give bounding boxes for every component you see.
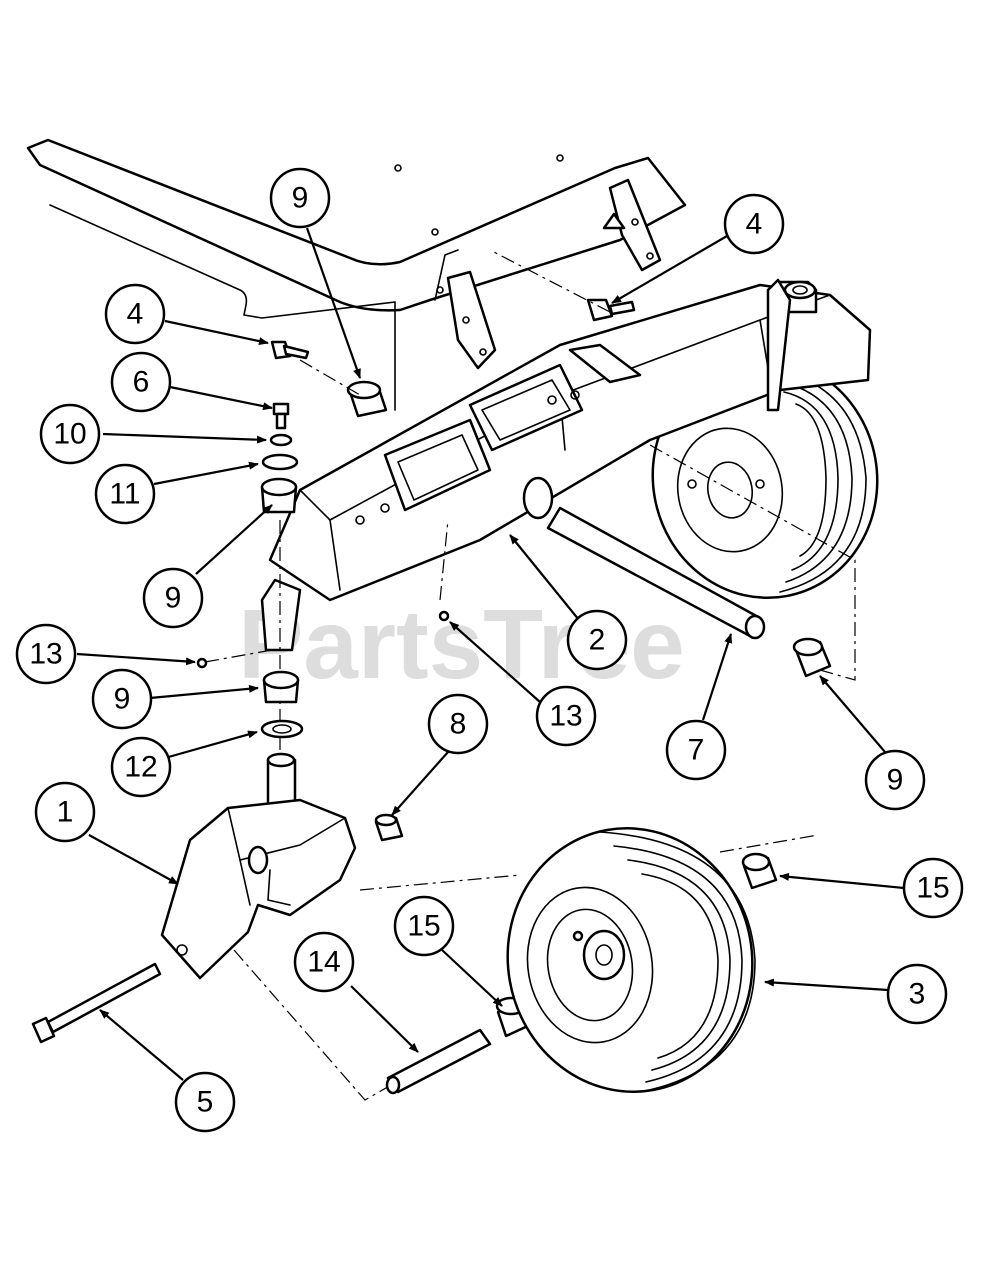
callout-4-left[interactable]: 4	[104, 283, 166, 345]
callout-9-lower[interactable]: 9	[91, 668, 153, 730]
part-9-bushing-top	[346, 380, 388, 418]
part-13-fitting-left	[196, 657, 208, 669]
callout-label: 13	[29, 638, 62, 671]
part-8-spacer	[374, 813, 404, 842]
callout-label: 15	[407, 910, 440, 943]
callout-13-center[interactable]: 13	[535, 685, 597, 747]
part-3-wheel	[506, 827, 756, 1093]
callout-label: 9	[887, 764, 904, 797]
callout-10[interactable]: 10	[39, 403, 101, 465]
deck-bracket-right	[602, 178, 662, 272]
callout-label: 14	[307, 946, 340, 979]
part-6-bolt	[272, 402, 290, 430]
callout-label: 7	[688, 734, 705, 767]
callout-label: 9	[165, 582, 182, 615]
callout-3[interactable]: 3	[886, 963, 948, 1025]
callout-label: 3	[909, 978, 926, 1011]
deck-bracket-left	[446, 270, 497, 370]
part-9-bushing-upper-stack	[260, 477, 298, 514]
callout-1[interactable]: 1	[34, 781, 96, 843]
callout-14[interactable]: 14	[293, 931, 355, 993]
callout-7[interactable]: 7	[665, 719, 727, 781]
part-10-lock-washer	[269, 433, 293, 447]
callout-9-top[interactable]: 9	[269, 167, 331, 229]
part-4-bolt-right	[586, 298, 636, 322]
callout-label: 9	[114, 683, 131, 716]
part-14-axle-pin	[385, 1028, 492, 1095]
callout-6[interactable]: 6	[110, 351, 172, 413]
callout-label: 4	[127, 298, 144, 331]
callout-label: 1	[57, 796, 74, 829]
part-5-bolt	[31, 962, 162, 1044]
callout-13-left[interactable]: 13	[15, 623, 77, 685]
callout-label: 11	[109, 478, 140, 511]
part-1-caster-yoke	[160, 752, 357, 980]
callout-8[interactable]: 8	[427, 693, 489, 755]
callout-label: 8	[450, 708, 467, 741]
callout-label: 4	[746, 208, 763, 241]
callout-label: 5	[197, 1086, 214, 1119]
mower-deck	[26, 138, 687, 411]
callout-12[interactable]: 12	[110, 736, 172, 798]
callout-11[interactable]: 11	[94, 463, 156, 525]
callout-label: 15	[916, 872, 949, 905]
callout-label: 13	[549, 700, 582, 733]
callout-label: 6	[133, 366, 150, 399]
callouts: 9 4 4 6 10 11 9 13	[15, 167, 964, 1133]
callout-5[interactable]: 5	[174, 1071, 236, 1133]
callout-label: 9	[292, 182, 309, 215]
watermark: PartsTree TM	[238, 589, 736, 699]
part-12-washer	[260, 719, 304, 739]
caster-frame	[260, 278, 872, 652]
callout-label: 12	[124, 751, 157, 784]
callout-9-upper-stack[interactable]: 9	[142, 567, 204, 629]
callout-2[interactable]: 2	[566, 609, 628, 671]
part-15-spacer-upper	[741, 852, 778, 890]
callout-label: 10	[53, 418, 86, 451]
part-13-fitting-center	[438, 610, 450, 622]
part-4-bolt-left	[270, 340, 310, 360]
leader-lines	[76, 227, 905, 1081]
part-9-bushing-lower	[262, 670, 300, 704]
callout-15-right[interactable]: 15	[902, 857, 964, 919]
callout-4-right[interactable]: 4	[723, 193, 785, 255]
part-7-axle-shaft	[546, 506, 766, 640]
part-9-bushing-right	[792, 637, 832, 678]
callout-15-left[interactable]: 15	[393, 895, 455, 957]
callout-9-right[interactable]: 9	[864, 749, 926, 811]
part-11-washer	[261, 453, 299, 471]
callout-label: 2	[589, 624, 606, 657]
